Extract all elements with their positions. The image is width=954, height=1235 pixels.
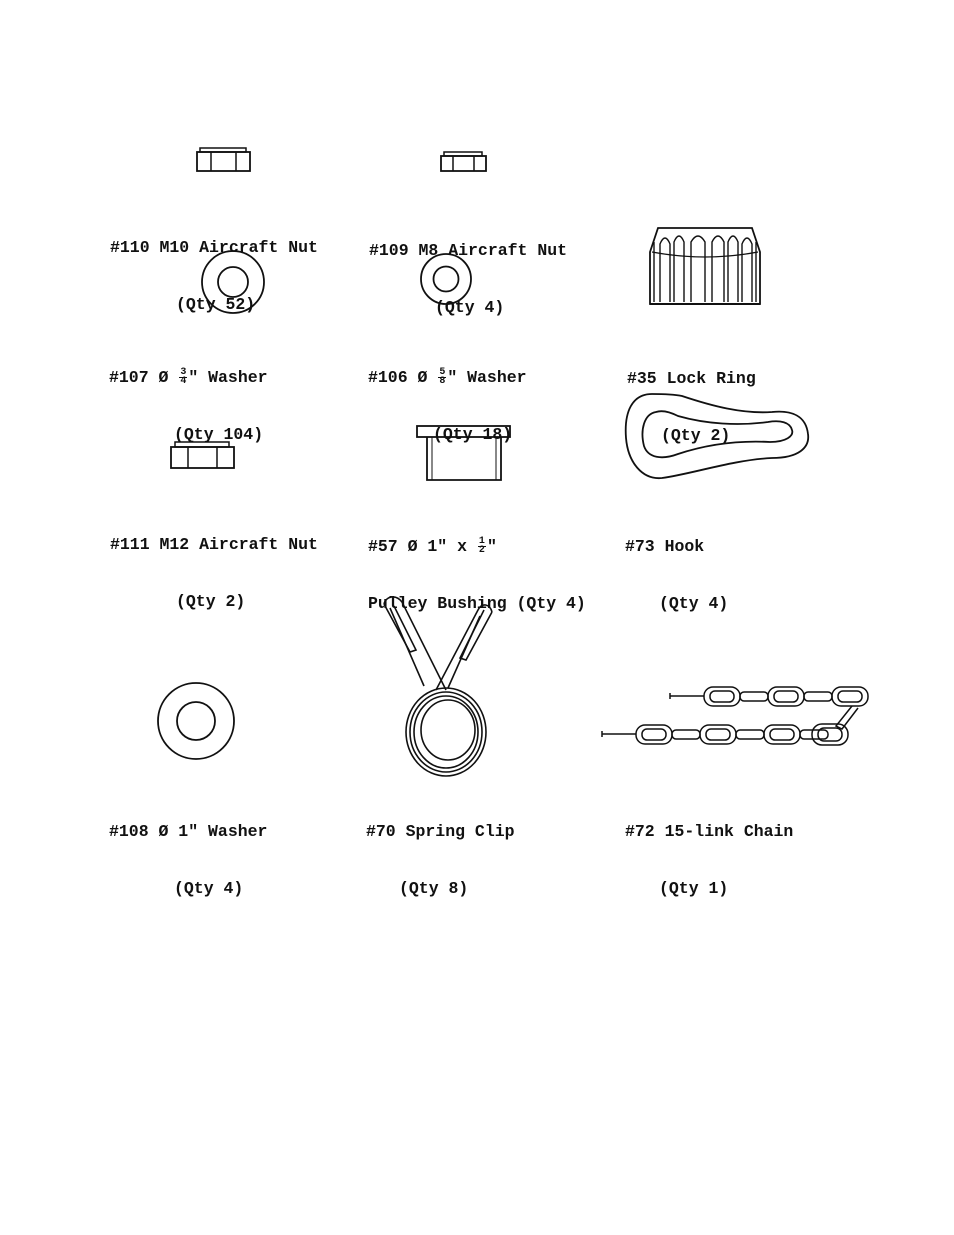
part-106-suffix: " Washer: [447, 368, 527, 387]
part-73-name: #73 Hook: [625, 537, 705, 556]
part-110-name: #110 M10 Aircraft Nut: [110, 238, 318, 257]
part-73-qty: (Qty 4): [659, 594, 729, 613]
washer-icon: [201, 250, 265, 314]
part-72-name: #72 15-link Chain: [625, 822, 794, 841]
washer-icon: [420, 253, 472, 305]
part-57-qty: Pulley Bushing (Qty 4): [368, 594, 586, 613]
part-109-qty: (Qty 4): [435, 298, 505, 317]
part-73-caption: #73 Hook (Qty 4): [625, 499, 728, 651]
part-108-caption: #108 Ø 1" Washer (Qty 4): [109, 784, 267, 936]
part-35-name: #35 Lock Ring: [627, 369, 756, 388]
part-111-qty: (Qty 2): [176, 592, 246, 611]
part-107-suffix: " Washer: [188, 368, 268, 387]
part-70-qty: (Qty 8): [399, 879, 469, 898]
spring-clip-icon: [383, 596, 493, 777]
part-72-caption: #72 15-link Chain (Qty 1): [625, 784, 793, 936]
part-57-suffix: ": [486, 537, 497, 556]
hook-icon: [624, 393, 809, 479]
chain-icon: [601, 686, 869, 746]
part-109-name: #109 M8 Aircraft Nut: [369, 241, 568, 260]
hex-nut-icon: [196, 147, 251, 172]
part-35-caption: #35 Lock Ring (Qty 2): [627, 331, 756, 483]
part-106-prefix: #106 Ø: [368, 368, 438, 387]
part-57-prefix: #57 Ø 1" x: [368, 537, 477, 556]
washer-icon: [157, 682, 235, 760]
part-70-name: #70 Spring Clip: [366, 822, 515, 841]
part-106-qty: (Qty 18): [433, 425, 513, 444]
bushing-icon: [416, 425, 511, 481]
lock-ring-icon: [649, 227, 761, 305]
part-111-caption: #111 M12 Aircraft Nut (Qty 2): [110, 497, 318, 649]
part-107-prefix: #107 Ø: [109, 368, 179, 387]
part-72-qty: (Qty 1): [659, 879, 729, 898]
part-70-caption: #70 Spring Clip (Qty 8): [366, 784, 515, 936]
part-107-qty: (Qty 104): [174, 425, 264, 444]
part-35-qty: (Qty 2): [661, 426, 731, 445]
part-108-qty: (Qty 4): [174, 879, 244, 898]
part-109-caption: #109 M8 Aircraft Nut (Qty 4): [369, 203, 567, 355]
part-111-name: #111 M12 Aircraft Nut: [110, 535, 318, 554]
hex-nut-icon: [440, 151, 487, 172]
hex-nut-icon: [170, 441, 235, 469]
part-108-name: #108 Ø 1" Washer: [109, 822, 268, 841]
